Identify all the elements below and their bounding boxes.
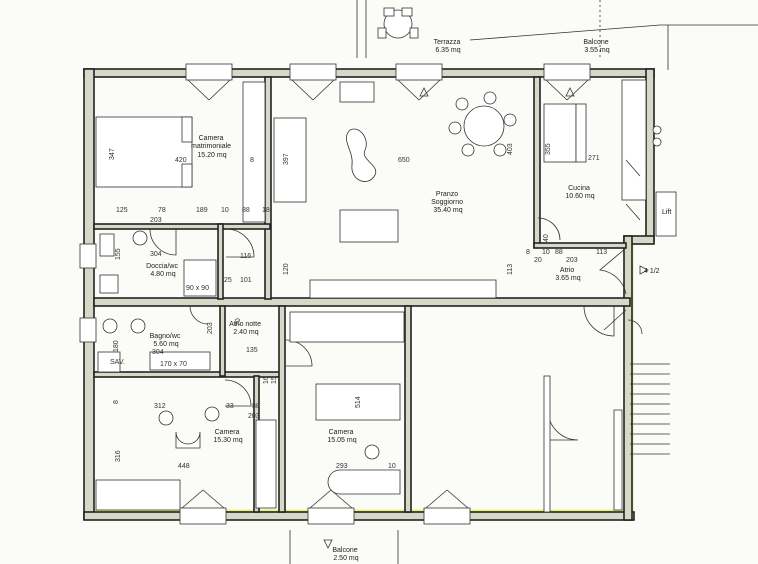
dimension-label: 180	[113, 340, 120, 352]
dimension-label: 135	[246, 347, 258, 354]
dimension-label: 420	[175, 157, 187, 164]
dimension-label: 316	[115, 450, 122, 462]
room-name-bagno-wc: Bagno/wc 5.60 mq	[150, 333, 183, 348]
dimension-label: 304	[152, 349, 164, 356]
dimension-label: 10	[542, 249, 550, 256]
dimension-label: 203	[248, 413, 260, 420]
dimension-label: 403	[507, 143, 514, 155]
dimension-label: 355	[545, 143, 552, 155]
dimension-label: 203	[207, 322, 214, 334]
dimension-label: 113	[596, 249, 607, 256]
dimension-label: 70	[235, 318, 242, 326]
dimension-label: 116	[240, 253, 251, 260]
dimension-label: 120	[283, 263, 290, 275]
furniture	[95, 7, 677, 513]
dimension-label: 113	[507, 264, 514, 275]
dimension-label: 10	[221, 207, 229, 214]
entry-markers	[323, 87, 649, 549]
bath-side-label: SAV.	[110, 359, 125, 366]
dimension-label: 78	[158, 207, 166, 214]
dimension-label: 16	[263, 376, 270, 384]
room-name-camera-matrimoniale: Camera matrimoniale 15.20 mq	[191, 135, 233, 159]
dimension-label: 189	[196, 207, 208, 214]
windows	[79, 63, 591, 525]
dimension-label: 448	[178, 463, 190, 470]
shower-size-label: 90 x 90	[186, 285, 209, 292]
dimension-label: 304	[150, 251, 162, 258]
dimension-label: 125	[116, 207, 128, 214]
room-name-camera-sw: Camera 15.30 mq	[213, 429, 242, 444]
room-name-cucina: Cucina 10.60 mq	[565, 185, 594, 200]
room-name-atrio: Atrio 3.65 mq	[555, 267, 580, 282]
dimension-labels: 347 420 8 397 650 403 355 271 125 78 203…	[109, 143, 607, 470]
outside-context	[289, 0, 758, 564]
dimension-label: 88	[242, 207, 250, 214]
lift-label: Lift	[662, 209, 671, 216]
dimension-label: 33	[226, 403, 234, 410]
door-swings	[149, 217, 643, 441]
dimension-label: 514	[355, 396, 362, 408]
room-labels: Camera matrimoniale 15.20 mq Pranzo Sogg…	[110, 39, 671, 562]
room-name-balcone-nord: Balcone 3.55 mq	[583, 39, 610, 54]
room-name-camera-center: Camera 15.05 mq	[327, 429, 356, 444]
room-name-balcone-sud: Balcone 2.50 mq	[332, 547, 359, 562]
dimension-label: 155	[115, 248, 122, 260]
dimension-label: 271	[588, 155, 600, 162]
dimension-label: 312	[154, 403, 166, 410]
dimension-label: 8	[113, 400, 120, 404]
dimension-label: 203	[566, 257, 578, 264]
dimension-label: 40	[543, 234, 550, 242]
stair-level-label: 4 1/2	[644, 268, 660, 275]
dimension-label: 15	[271, 376, 278, 384]
exterior-walls	[83, 68, 655, 521]
room-name-pranzo-soggiorno: Pranzo Soggiorno 35.40 mq	[431, 191, 465, 214]
dimension-label: 25	[224, 277, 232, 284]
dimension-label: 101	[240, 277, 252, 284]
dimension-label: 88	[555, 249, 563, 256]
dimension-label: 8	[526, 249, 530, 256]
dimension-label: 650	[398, 157, 410, 164]
tub-size-label: 170 x 70	[160, 361, 187, 368]
dimension-label: 347	[109, 148, 116, 160]
dimension-label: 20	[534, 257, 542, 264]
dimension-label: 397	[283, 153, 290, 165]
room-name-terrazza: Terrazza 6.35 mq	[434, 39, 463, 54]
dimension-label: 293	[336, 463, 348, 470]
room-name-atrio-notte: Atrio notte 2.40 mq	[229, 321, 263, 336]
room-name-doccia-wc: Doccia/wc 4.80 mq	[146, 263, 180, 278]
dimension-label: 8	[250, 157, 254, 164]
dimension-label: 18	[262, 207, 270, 214]
dimension-label: 203	[150, 217, 162, 224]
dimension-label: 10	[388, 463, 396, 470]
dimension-label: 88	[252, 403, 260, 410]
